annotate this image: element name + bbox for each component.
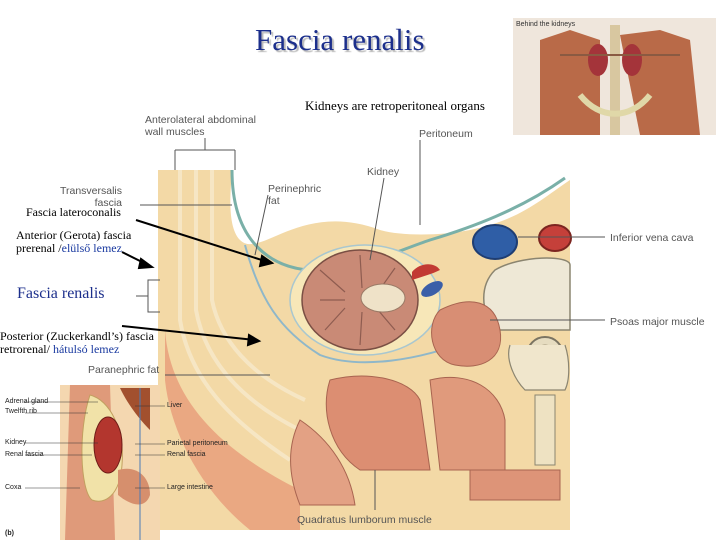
inset-label-liver: Liver — [167, 402, 183, 409]
annotation-anterior-hu: elülső lemez — [61, 241, 122, 255]
inset-label-coxa: Coxa — [5, 484, 22, 491]
annotation-anterior-line1: Anterior (Gerota) fascia — [16, 228, 132, 242]
annotation-posterior-line1: Posterior (Zuckerkandl’s) fascia — [0, 329, 154, 343]
page-title: Fascia renalis — [255, 22, 425, 57]
inset-figure-label: (b) — [5, 530, 14, 537]
annotation-fascia-renalis: Fascia renalis — [17, 285, 105, 302]
annotation-lateroconalis: Fascia lateroconalis — [26, 205, 121, 219]
annotation-anterior-line2: prerenal /elülső lemez — [16, 242, 131, 255]
label-perinephric: Perinephric fat — [268, 183, 322, 207]
label-quadratus: Quadratus lumborum muscle — [297, 514, 432, 526]
leader-lines — [136, 138, 605, 510]
annotation-posterior-hu: hátulsó lemez — [52, 342, 120, 356]
thumbnail-caption: Behind the kidneys — [516, 21, 576, 28]
thumbnail-image — [513, 18, 716, 135]
wall-muscles — [165, 170, 300, 530]
inset-label-parietal: Parietal peritoneum — [167, 440, 228, 447]
ivc-shape — [472, 224, 518, 260]
annotation-anterior-prerenal: prerenal / — [16, 241, 62, 255]
vertebra-shape — [483, 257, 571, 466]
inset-label-renal-fascia-left: Renal fascia — [5, 451, 44, 458]
annotation-posterior-line2: retrorenal/ hátulsó lemez — [0, 343, 154, 356]
inset-label-large-intestine: Large intestine — [167, 484, 213, 491]
label-peritoneum: Peritoneum — [419, 128, 473, 140]
label-anterolateral: Anterolateral abdominal wall muscles — [145, 114, 256, 138]
inset-label-twelfth: Twelfth rib — [5, 408, 37, 415]
annotation-posterior-fascia: Posterior (Zuckerkandl’s) fascia retrore… — [0, 330, 154, 356]
label-kidney: Kidney — [367, 166, 400, 178]
annotation-arrows — [121, 219, 275, 347]
inset-label-kidney: Kidney — [5, 439, 27, 446]
psoas-shape — [431, 301, 502, 367]
label-psoas: Psoas major muscle — [610, 316, 705, 328]
annotation-anterior-fascia: Anterior (Gerota) fascia prerenal /elüls… — [16, 229, 131, 255]
label-transversalis: Transversalis fascia — [59, 185, 122, 209]
annotation-posterior-retrorenal: retrorenal/ — [0, 342, 53, 356]
label-ivc: Inferior vena cava — [610, 232, 694, 244]
inset-label-renal-fascia-right: Renal fascia — [167, 451, 206, 458]
subtitle: Kidneys are retroperitoneal organs — [305, 98, 485, 113]
label-paranephric: Paranephric fat — [88, 364, 160, 376]
quadratus-shape — [325, 375, 431, 471]
inset-label-adrenal: Adrenal gland — [5, 398, 49, 405]
kidney-shape — [301, 249, 419, 351]
inset-sagittal-figure — [25, 385, 165, 540]
